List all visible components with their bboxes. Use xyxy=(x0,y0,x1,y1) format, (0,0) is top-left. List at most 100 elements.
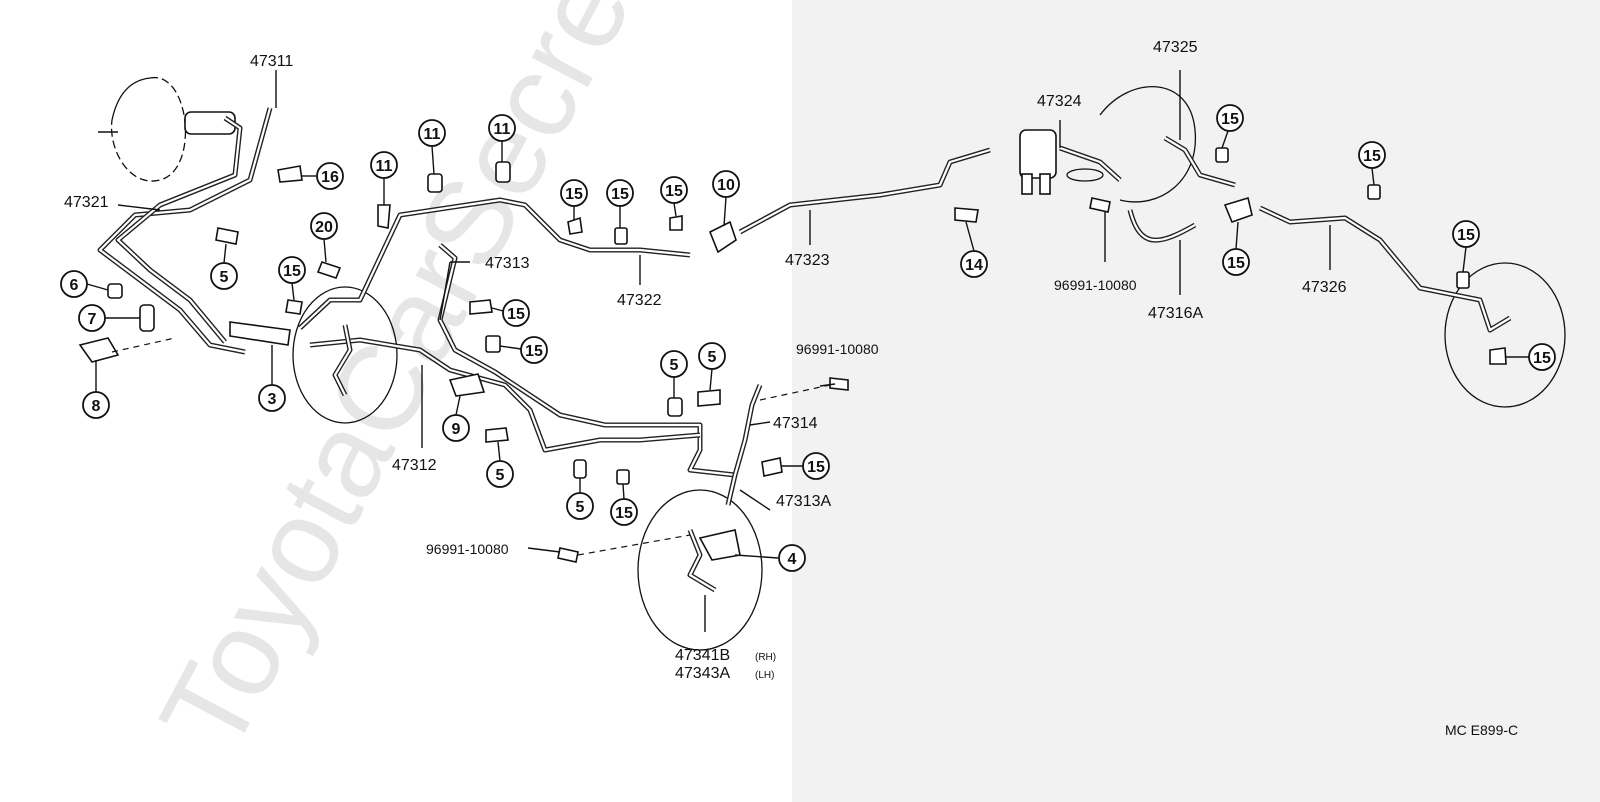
svg-text:15: 15 xyxy=(807,459,825,476)
clip-7 xyxy=(139,304,155,332)
clip-15h xyxy=(761,457,783,477)
front-disc-left xyxy=(292,286,398,424)
svg-text:15: 15 xyxy=(507,306,525,323)
proportioning-valve xyxy=(1019,129,1057,195)
label-47326: 47326 xyxy=(1302,279,1347,296)
clip-14 xyxy=(954,207,979,223)
svg-text:10: 10 xyxy=(717,177,735,194)
svg-text:15: 15 xyxy=(1533,350,1551,367)
hose-47316A xyxy=(1127,209,1197,243)
svg-text:5: 5 xyxy=(708,349,717,366)
clip-15g xyxy=(616,469,630,485)
clip-5d xyxy=(667,397,683,417)
pipe-47311 xyxy=(115,115,243,344)
front-left-disc xyxy=(98,77,236,182)
svg-text:11: 11 xyxy=(494,121,511,138)
callout-5d: 5 xyxy=(660,350,688,378)
svg-text:7: 7 xyxy=(88,311,97,328)
callout-4: 4 xyxy=(778,544,806,572)
svg-text:15: 15 xyxy=(1457,227,1475,244)
label-clip-center: 96991-10080 xyxy=(796,341,879,357)
pipe-47313 xyxy=(437,243,736,478)
bracket-3 xyxy=(229,321,291,346)
label-47316A: 47316A xyxy=(1148,305,1203,322)
svg-text:5: 5 xyxy=(576,499,585,516)
clip-15l xyxy=(1489,347,1507,365)
clip-15b xyxy=(567,216,583,235)
clip-96991-left xyxy=(557,547,579,563)
label-47313A: 47313A xyxy=(776,493,831,510)
label-clip-right: 96991-10080 xyxy=(1054,277,1137,293)
clip-5c xyxy=(573,459,587,479)
callout-15a: 15 xyxy=(278,256,306,284)
callout-5e: 5 xyxy=(698,342,726,370)
clip-5a xyxy=(215,227,239,245)
callout-15j: 15 xyxy=(1222,248,1250,276)
svg-text:11: 11 xyxy=(376,158,393,175)
diagram-code: MC E899-C xyxy=(1445,722,1518,738)
rear-drum-center xyxy=(637,489,763,651)
plate-8 xyxy=(78,337,120,363)
svg-text:3: 3 xyxy=(268,391,277,408)
svg-text:15: 15 xyxy=(525,343,543,360)
svg-text:5: 5 xyxy=(496,467,505,484)
label-47312: 47312 xyxy=(392,457,437,474)
pipe-47325 xyxy=(1163,135,1236,188)
callout-6: 6 xyxy=(60,270,88,298)
svg-text:6: 6 xyxy=(70,277,79,294)
clip-16 xyxy=(277,165,303,183)
rear-drum-right xyxy=(1444,262,1566,408)
clip-15i xyxy=(1215,147,1229,163)
clip-6 xyxy=(107,283,123,299)
callout-8: 8 xyxy=(82,391,110,419)
callout-7: 7 xyxy=(78,304,106,332)
callout-15l: 15 xyxy=(1452,220,1480,248)
clip-5e xyxy=(697,389,721,407)
clip-15e xyxy=(469,299,493,315)
callout-15g: 15 xyxy=(610,498,638,526)
clip-15d xyxy=(669,215,683,231)
callout-15k: 15 xyxy=(1358,141,1386,169)
svg-text:11: 11 xyxy=(424,126,441,143)
label-47322: 47322 xyxy=(617,292,662,309)
callout-15c: 15 xyxy=(606,179,634,207)
rear-drum-mid xyxy=(1099,86,1196,203)
svg-text:15: 15 xyxy=(1363,148,1381,165)
clip-11b xyxy=(427,173,443,193)
label-47314: 47314 xyxy=(773,415,818,432)
svg-text:15: 15 xyxy=(283,263,301,280)
clip-15k xyxy=(1456,271,1470,289)
label-clip-left: 96991-10080 xyxy=(426,541,509,557)
leader-lines xyxy=(117,70,1331,632)
svg-text:9: 9 xyxy=(452,421,461,438)
clip-9 xyxy=(448,373,486,397)
callout-15i: 15 xyxy=(1216,104,1244,132)
label-47325: 47325 xyxy=(1153,39,1198,56)
pipe-47312 xyxy=(309,337,701,453)
svg-text:14: 14 xyxy=(965,257,983,274)
callout-20: 20 xyxy=(310,212,338,240)
svg-text:20: 20 xyxy=(315,219,333,236)
pipe-front-caliper xyxy=(332,324,353,397)
svg-text:15: 15 xyxy=(611,186,629,203)
clip-15a xyxy=(285,299,303,315)
label-47343A: 47343A xyxy=(675,665,730,682)
callout-15f: 15 xyxy=(520,336,548,364)
svg-text:8: 8 xyxy=(92,398,101,415)
clip-15j xyxy=(1367,184,1381,200)
label-47324: 47324 xyxy=(1037,93,1082,110)
callout-15e: 15 xyxy=(502,299,530,327)
callout-5a: 5 xyxy=(210,262,238,290)
label-47321: 47321 xyxy=(64,194,109,211)
callout-15m: 15 xyxy=(1528,343,1556,371)
svg-text:16: 16 xyxy=(321,169,339,186)
dash-clip-left xyxy=(577,534,691,556)
svg-text:15: 15 xyxy=(665,183,683,200)
pipe-47321 xyxy=(97,107,273,355)
callout-15d: 15 xyxy=(660,176,688,204)
clip-96991-right xyxy=(1089,197,1111,213)
callout-3: 3 xyxy=(258,384,286,412)
callout-11b: 11 xyxy=(418,119,446,147)
clip-11c xyxy=(495,161,511,183)
